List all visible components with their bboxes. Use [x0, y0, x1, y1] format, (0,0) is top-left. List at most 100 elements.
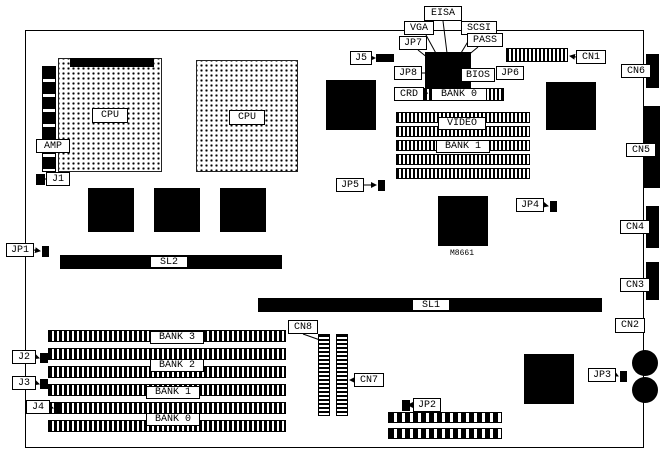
- vga-label-text: VGA: [409, 22, 428, 34]
- jp3-label-text: JP3: [592, 369, 611, 381]
- bios-label-text: BIOS: [465, 69, 490, 81]
- jp2-header-row-2: [388, 428, 502, 439]
- j3-jumper: [40, 379, 48, 389]
- jp4-label-text: JP4: [520, 199, 539, 211]
- vga-label: VGA: [404, 21, 434, 35]
- bank1-video-label: BANK 1: [436, 140, 490, 153]
- jp5-jumper: [378, 180, 385, 191]
- cn2-label-text: CN2: [620, 320, 639, 331]
- video-label: VIDEO: [438, 117, 486, 130]
- jp3-jumper: [620, 371, 627, 382]
- jp5-label: JP5: [336, 178, 364, 192]
- jp2-label: JP2: [413, 398, 441, 412]
- eisa-label-text: EISA: [430, 8, 455, 19]
- amp-connector: [42, 66, 56, 172]
- j3-label: J3: [12, 376, 36, 390]
- jp7-label: JP7: [399, 36, 427, 50]
- cpu1-label-text: CPU: [100, 110, 119, 121]
- pass-label-text: PASS: [472, 34, 497, 46]
- cn8-header-2: [336, 334, 348, 416]
- cn6-label: CN6: [621, 64, 651, 78]
- j5-label: J5: [350, 51, 372, 65]
- j2-jumper: [40, 353, 48, 363]
- bank2-label-text: BANK 2: [158, 360, 195, 371]
- jp1-label-text: JP1: [10, 244, 29, 256]
- bank0-simm-label-text: BANK 0: [154, 414, 191, 425]
- chipset-chip-right: [546, 82, 596, 130]
- video-label-text: VIDEO: [446, 118, 477, 129]
- cn7-label: CN7: [354, 373, 384, 387]
- jp4-label: JP4: [516, 198, 544, 212]
- bank0-top-label: BANK 0: [431, 88, 487, 101]
- pass-label: PASS: [467, 33, 503, 47]
- cn3-label-text: CN3: [625, 279, 644, 291]
- scsi-label-text: SCSI: [466, 22, 491, 34]
- jp8-label-text: JP8: [398, 67, 417, 79]
- cn8-label: CN8: [288, 320, 318, 334]
- jp5-label-text: JP5: [340, 179, 359, 191]
- jp6-label: JP6: [496, 66, 524, 80]
- bank1-video-label-text: BANK 1: [444, 141, 481, 152]
- jp8-label: JP8: [394, 66, 422, 80]
- jp1-jumper: [42, 246, 49, 257]
- j1-label: J1: [46, 172, 70, 186]
- cn6-label-text: CN6: [626, 65, 645, 77]
- cache-chip-1: [88, 188, 134, 232]
- jp2-header-row-1: [388, 412, 502, 423]
- j1-label-text: J1: [51, 173, 64, 185]
- cn1-connector: [506, 48, 568, 62]
- j2-label-text: J2: [17, 351, 30, 363]
- j1-jumper: [36, 174, 45, 185]
- j5-label-text: J5: [354, 52, 367, 64]
- bank3-label-text: BANK 3: [158, 332, 195, 343]
- cn4-label-text: CN4: [625, 221, 644, 233]
- cn1-label: CN1: [576, 50, 606, 64]
- cn1-label-text: CN1: [581, 51, 600, 63]
- j5-jumper: [376, 54, 394, 62]
- j3-label-text: J3: [17, 377, 30, 389]
- bank0-top-label-text: BANK 0: [440, 89, 477, 100]
- cn5-label: CN5: [626, 143, 656, 157]
- controller-chip: [438, 196, 488, 246]
- cpu2-label-text: CPU: [237, 112, 256, 123]
- j4-label-text: J4: [31, 401, 44, 413]
- eisa-label: EISA: [424, 6, 462, 21]
- bank3-label: BANK 3: [150, 331, 204, 344]
- sl1-label-text: SL1: [421, 299, 440, 311]
- cn5-label-text: CN5: [631, 144, 650, 156]
- video-ram-row-5: [396, 168, 530, 179]
- jp2-jumper: [402, 400, 410, 411]
- cn4-label: CN4: [620, 220, 650, 234]
- cn4-port: [646, 206, 659, 248]
- j2-label: J2: [12, 350, 36, 364]
- cn3-label: CN3: [620, 278, 650, 292]
- cpu1-label: CPU: [92, 108, 128, 123]
- cn6-port: [646, 54, 659, 88]
- sl2-label: SL2: [150, 256, 188, 268]
- bank2-label: BANK 2: [150, 359, 204, 372]
- cache-chip-2: [154, 188, 200, 232]
- jp4-jumper: [550, 201, 557, 212]
- chipset-chip-left: [326, 80, 376, 130]
- din-port-2: [632, 377, 658, 403]
- io-chip-bottom-right: [524, 354, 574, 404]
- sl1-label: SL1: [412, 299, 450, 311]
- video-ram-row-4: [396, 154, 530, 165]
- cpu-socket-1-lever-bar: [70, 58, 154, 67]
- cn8-header-1: [318, 334, 330, 416]
- sl2-label-text: SL2: [159, 256, 178, 268]
- amp-label: AMP: [36, 139, 70, 153]
- crd-label: CRD: [394, 87, 424, 101]
- din-port-1: [632, 350, 658, 376]
- model-number-value: M8661: [450, 249, 475, 258]
- cpu2-label: CPU: [229, 110, 265, 125]
- j4-label: J4: [26, 400, 50, 414]
- model-number-text: M8661: [450, 249, 474, 258]
- jp7-label-text: JP7: [403, 37, 422, 49]
- crd-label-text: CRD: [399, 88, 418, 100]
- jp2-label-text: JP2: [417, 399, 436, 411]
- jp1-label: JP1: [6, 243, 34, 257]
- bios-label: BIOS: [461, 68, 495, 82]
- cn8-label-text: CN8: [293, 321, 312, 333]
